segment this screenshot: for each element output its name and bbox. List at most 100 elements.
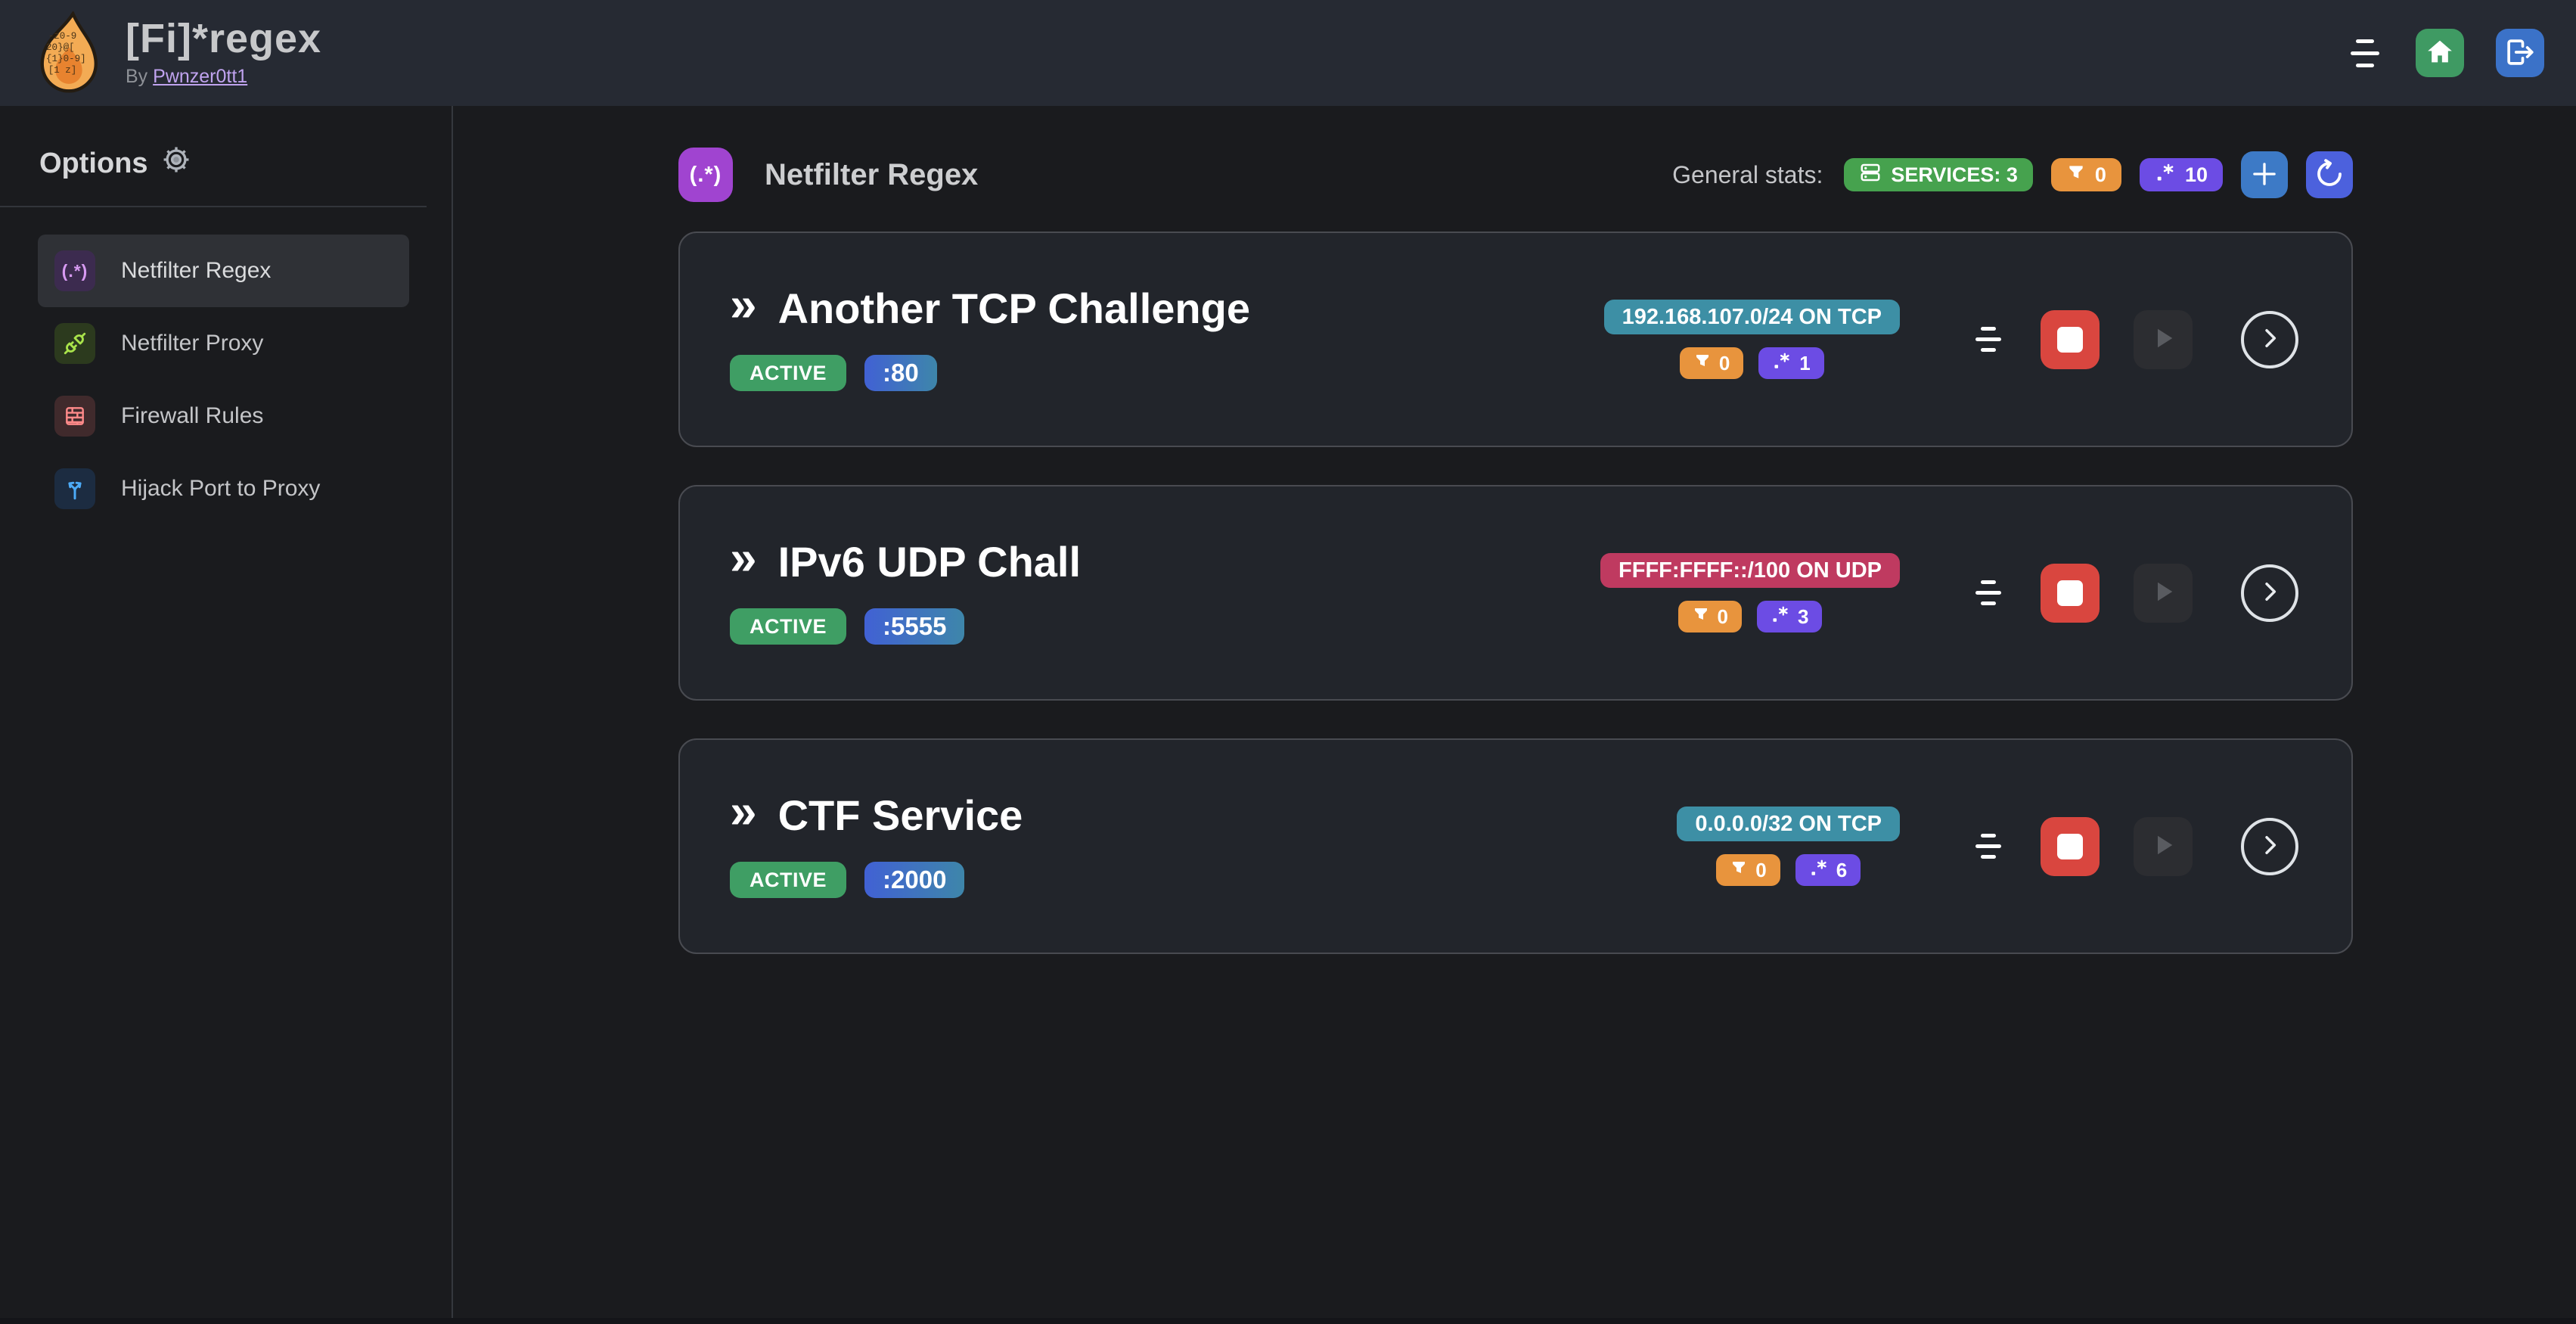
- service-filters-badge: 0: [1679, 347, 1744, 379]
- card-menu-icon[interactable]: [1972, 577, 2004, 608]
- refresh-button[interactable]: [2306, 151, 2353, 198]
- page-header: (.*) Netfilter Regex General stats:: [678, 148, 2353, 202]
- service-name: CTF Service: [777, 791, 1023, 839]
- navbar-actions: [2346, 29, 2544, 77]
- service-name: IPv6 UDP Chall: [777, 538, 1082, 586]
- add-service-button[interactable]: [2241, 151, 2288, 198]
- plus-icon: [2249, 158, 2280, 192]
- general-stats: General stats: SERVICES: 3: [1672, 151, 2353, 198]
- options-heading-label: Options: [39, 147, 148, 179]
- address-badge: 192.168.107.0/24 ON TCP: [1603, 300, 1900, 334]
- service-info: » Another TCP Challenge ACTIVE :80: [730, 277, 1250, 391]
- service-stats: FFFF:FFFF::/100 ON UDP 0: [1600, 553, 1900, 632]
- navbar: -z0-9 20}@[ {1}0-9] [1 z] [Fi]*regex By …: [0, 0, 2576, 106]
- funnel-icon: [1730, 859, 1748, 882]
- server-icon: [1859, 161, 1882, 189]
- chevron-right-icon: [2255, 577, 2284, 608]
- refresh-icon: [2314, 158, 2345, 192]
- chevron-right-icon: [2255, 324, 2284, 355]
- burger-menu-icon[interactable]: [2346, 35, 2384, 72]
- gear-icon: [160, 144, 192, 183]
- port-badge: :80: [864, 355, 937, 391]
- card-menu-icon[interactable]: [1972, 324, 2004, 355]
- author-link[interactable]: Pwnzer0tt1: [153, 66, 248, 87]
- service-card: » CTF Service ACTIVE :2000 0.0.0.0/32 ON…: [678, 738, 2353, 954]
- service-filters-badge: 0: [1716, 854, 1780, 886]
- svg-text:20}@[: 20}@[: [46, 42, 75, 53]
- svg-text:{1}0-9]: {1}0-9]: [46, 54, 86, 64]
- play-icon: [2147, 829, 2179, 863]
- fork-arrows-icon: [54, 468, 95, 509]
- services-count-badge: SERVICES: 3: [1844, 158, 2033, 191]
- status-badge: ACTIVE: [730, 862, 847, 898]
- start-service-button[interactable]: [2134, 309, 2193, 369]
- card-menu-icon[interactable]: [1972, 831, 2004, 862]
- service-stats: 0.0.0.0/32 ON TCP 0: [1677, 807, 1900, 886]
- sidebar-nav: (.*) Netfilter Regex Netfilter Proxy: [38, 235, 409, 525]
- service-info: » IPv6 UDP Chall ACTIVE :5555: [730, 530, 1082, 645]
- sidebar-item-hijack-port-to-proxy[interactable]: Hijack Port to Proxy: [38, 452, 409, 525]
- status-badge: ACTIVE: [730, 608, 847, 645]
- service-regexes-badge: 6: [1795, 854, 1861, 886]
- sidebar-item-label: Netfilter Regex: [121, 258, 272, 283]
- plug-proxy-icon: [54, 323, 95, 364]
- sidebar-item-netfilter-regex[interactable]: (.*) Netfilter Regex: [38, 235, 409, 307]
- service-list: » Another TCP Challenge ACTIVE :80 192.1…: [678, 232, 2353, 954]
- service-controls: 0.0.0.0/32 ON TCP 0: [1677, 807, 2298, 886]
- service-regexes-badge: 3: [1757, 601, 1823, 632]
- start-service-button[interactable]: [2134, 563, 2193, 623]
- stop-icon: [2057, 580, 2083, 606]
- options-heading: Options: [39, 144, 452, 183]
- service-regexes-badge: 1: [1758, 347, 1824, 379]
- sidebar-item-label: Netfilter Proxy: [121, 331, 264, 356]
- double-chevron-icon: »: [730, 530, 757, 586]
- logout-button[interactable]: [2496, 29, 2544, 77]
- sidebar-item-firewall-rules[interactable]: Firewall Rules: [38, 380, 409, 452]
- svg-text:[1 z]: [1 z]: [48, 65, 77, 76]
- service-card: » IPv6 UDP Chall ACTIVE :5555 FFFF:FFFF:…: [678, 485, 2353, 701]
- sidebar-item-label: Hijack Port to Proxy: [121, 476, 321, 501]
- regex-dot-star-icon: [1772, 351, 1792, 376]
- service-details-button[interactable]: [2241, 564, 2298, 622]
- brand-block: [Fi]*regex By Pwnzer0tt1: [126, 18, 321, 88]
- service-filters-badge: 0: [1678, 601, 1742, 632]
- home-button[interactable]: [2416, 29, 2464, 77]
- regex-dot-star-icon: [1809, 858, 1829, 883]
- funnel-icon: [1693, 352, 1712, 375]
- funnel-icon: [1692, 605, 1710, 629]
- stop-service-button[interactable]: [2041, 816, 2100, 876]
- svg-text:-z0-9: -z0-9: [48, 31, 77, 42]
- address-badge: 0.0.0.0/32 ON TCP: [1677, 807, 1900, 841]
- bottom-scrollbar-track[interactable]: [0, 1318, 2576, 1324]
- logout-icon: [2504, 36, 2536, 70]
- byline-label: By: [126, 66, 148, 87]
- stop-service-button[interactable]: [2041, 563, 2100, 623]
- service-details-button[interactable]: [2241, 817, 2298, 875]
- regexes-count-badge: 10: [2139, 158, 2223, 191]
- service-details-button[interactable]: [2241, 310, 2298, 368]
- status-badge: ACTIVE: [730, 355, 847, 391]
- start-service-button[interactable]: [2134, 816, 2193, 876]
- play-icon: [2147, 322, 2179, 356]
- service-controls: FFFF:FFFF::/100 ON UDP 0: [1600, 553, 2298, 632]
- stop-service-button[interactable]: [2041, 309, 2100, 369]
- sidebar: Options (.*) Netfilter Regex: [0, 106, 453, 1324]
- double-chevron-icon: »: [730, 277, 757, 332]
- stop-icon: [2057, 326, 2083, 353]
- regex-dot-star-icon: [1771, 605, 1790, 629]
- service-info: » CTF Service ACTIVE :2000: [730, 787, 1023, 898]
- service-stats: 192.168.107.0/24 ON TCP 0: [1603, 300, 1900, 379]
- funnel-icon: [2066, 163, 2086, 188]
- home-icon: [2425, 37, 2455, 70]
- play-icon: [2147, 576, 2179, 610]
- regex-icon: (.*): [54, 250, 95, 291]
- firegex-flame-logo-icon: -z0-9 20}@[ {1}0-9] [1 z]: [32, 11, 106, 95]
- brick-wall-icon: [54, 396, 95, 437]
- address-badge: FFFF:FFFF::/100 ON UDP: [1600, 553, 1900, 588]
- port-badge: :5555: [864, 608, 965, 645]
- service-controls: 192.168.107.0/24 ON TCP 0: [1603, 300, 2298, 379]
- service-name: Another TCP Challenge: [777, 284, 1250, 332]
- stop-icon: [2057, 833, 2083, 859]
- sidebar-item-netfilter-proxy[interactable]: Netfilter Proxy: [38, 307, 409, 380]
